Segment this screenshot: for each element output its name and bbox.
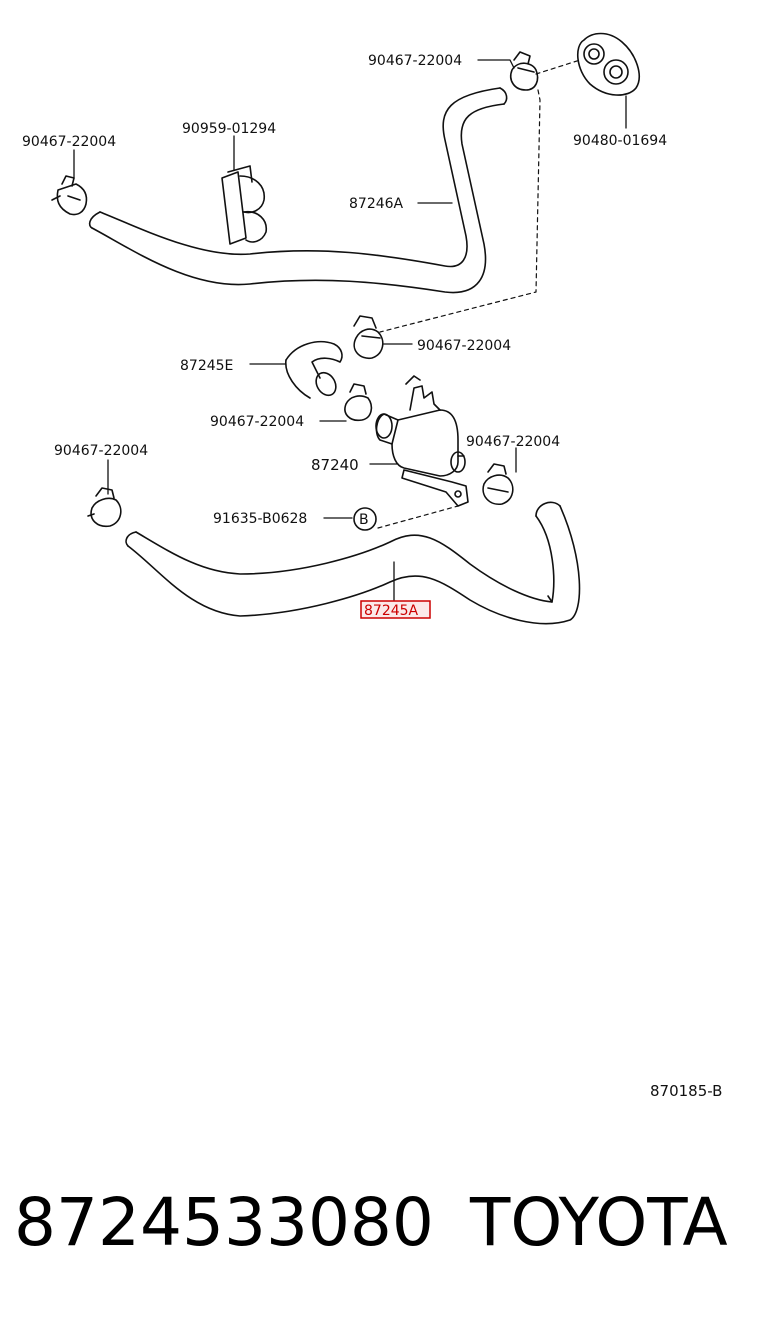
hose-clip[interactable]	[221, 165, 268, 245]
hose-87246a[interactable]	[88, 87, 508, 294]
label-clamp-top-right: 90467-22004	[368, 53, 462, 69]
clamp-top-left[interactable]	[51, 175, 88, 216]
label-hose-upper: 87246A	[349, 196, 404, 212]
clamp-top-right[interactable]	[510, 51, 539, 91]
label-hose-lower[interactable]: 87245A	[364, 603, 419, 619]
label-clamp-valve: 90467-22004	[210, 414, 304, 430]
bolt-callout[interactable]	[353, 507, 377, 531]
hose-87245e[interactable]	[285, 340, 343, 399]
valve-87240[interactable]	[375, 375, 469, 507]
label-hose-clip: 90959-01294	[182, 121, 276, 137]
clamp-lower-left[interactable]	[87, 487, 122, 528]
hose-87245a[interactable]	[125, 501, 581, 625]
clamp-right[interactable]	[482, 463, 514, 506]
highlight-box	[360, 600, 431, 619]
reference-code: 870185-B	[650, 1082, 723, 1100]
label-clamp-lower-left: 90467-22004	[54, 443, 148, 459]
label-bolt-callout: B	[359, 512, 369, 528]
clamp-mid[interactable]	[353, 315, 384, 360]
label-clamp-top-left: 90467-22004	[22, 134, 116, 150]
grommet[interactable]	[577, 32, 640, 96]
parts-diagram: 90467-22004 90480-01694 90467-22004 9095…	[22, 32, 667, 625]
brand-name: TOYOTA	[470, 1184, 728, 1261]
part-number: 8724533080	[14, 1184, 434, 1261]
clamp-valve[interactable]	[344, 383, 373, 422]
label-grommet: 90480-01694	[573, 133, 667, 149]
label-bolt: 91635-B0628	[213, 511, 307, 527]
label-clamp-right: 90467-22004	[466, 434, 560, 450]
label-hose-short: 87245E	[180, 358, 233, 374]
label-clamp-mid: 90467-22004	[417, 338, 511, 354]
label-valve: 87240	[311, 456, 359, 474]
